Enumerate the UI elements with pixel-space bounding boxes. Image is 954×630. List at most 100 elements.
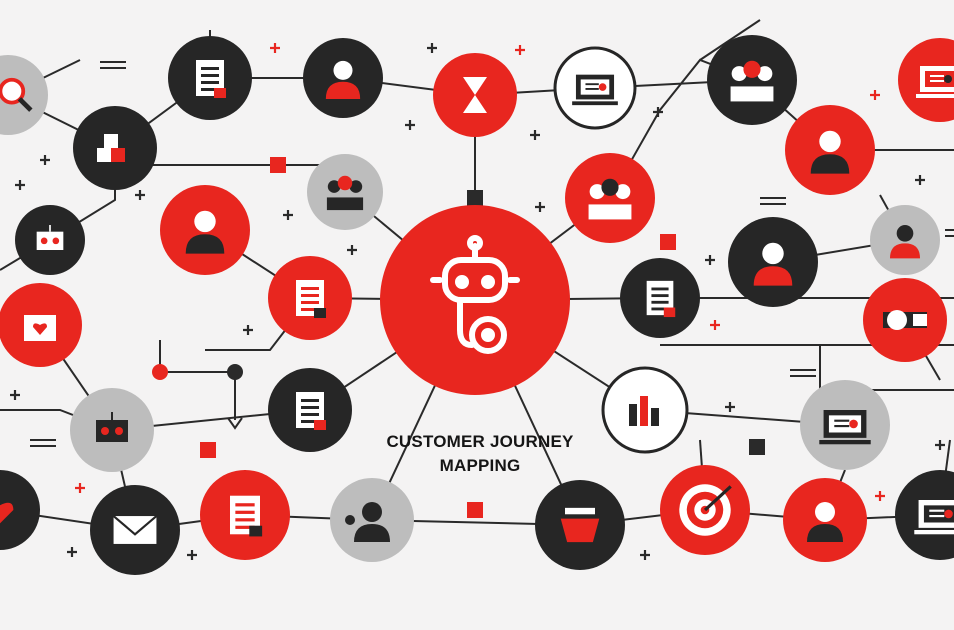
journey-node	[330, 478, 414, 562]
person-icon	[810, 130, 850, 174]
journey-node	[620, 258, 700, 338]
plus-icon	[710, 320, 720, 330]
journey-node	[90, 485, 180, 575]
connector-line	[0, 409, 311, 432]
journey-node	[728, 217, 818, 307]
journey-node	[268, 368, 352, 452]
person-key-icon	[345, 502, 390, 542]
plus-icon	[725, 402, 735, 412]
document-icon	[230, 495, 263, 537]
junction-dot	[227, 364, 243, 380]
screens-icon	[914, 500, 954, 535]
robot-icon	[36, 225, 64, 250]
plus-icon	[243, 325, 253, 335]
plus-icon	[283, 210, 293, 220]
journey-node	[433, 53, 517, 137]
dash-decoration	[760, 197, 786, 205]
square-marker	[749, 439, 765, 455]
plus-icon	[270, 43, 280, 53]
square-marker	[200, 442, 216, 458]
plus-icon	[875, 491, 885, 501]
node-circle	[565, 153, 655, 243]
journey-node	[783, 478, 867, 562]
journey-node	[200, 470, 290, 560]
plus-icon	[640, 550, 650, 560]
plus-icon	[405, 120, 415, 130]
plus-icon	[535, 202, 545, 212]
document-icon	[296, 392, 326, 430]
dash-decoration	[790, 369, 816, 377]
journey-node	[268, 256, 352, 340]
plus-icon	[40, 155, 50, 165]
person-icon	[753, 242, 793, 286]
plus-icon	[347, 245, 357, 255]
journey-node	[168, 36, 252, 120]
plus-icon	[75, 483, 85, 493]
central-node	[380, 205, 570, 395]
node-circle	[0, 470, 40, 550]
plus-icon	[653, 107, 663, 117]
journey-node	[898, 38, 954, 122]
person-icon	[807, 502, 843, 542]
journey-node	[895, 470, 954, 560]
journey-node	[601, 366, 689, 454]
journey-node	[307, 154, 383, 230]
title-line-2: MAPPING	[439, 456, 521, 475]
journey-node	[0, 470, 40, 550]
dash-decoration	[100, 61, 126, 69]
chat-people-icon	[730, 60, 774, 102]
checklist-icon	[296, 280, 326, 318]
plus-icon	[135, 190, 145, 200]
plus-icon	[870, 90, 880, 100]
square-marker	[467, 190, 483, 206]
plus-icon	[705, 255, 715, 265]
arrow-down-icon	[227, 417, 243, 430]
node-circle	[433, 53, 517, 137]
shopping-basket-icon	[560, 507, 600, 543]
robot-icon	[96, 412, 128, 442]
envelope-icon	[112, 515, 158, 544]
square-marker	[467, 502, 483, 518]
diagram-title: CUSTOMER JOURNEY MAPPING	[360, 430, 600, 478]
hourglass-icon	[463, 77, 487, 113]
journey-node	[303, 38, 383, 118]
document-icon	[646, 280, 676, 318]
journey-node	[870, 205, 940, 275]
journey-node	[565, 153, 655, 243]
square-marker	[660, 234, 676, 250]
team-podium-icon	[326, 175, 364, 211]
junction-dot	[152, 364, 168, 380]
laptop-icon	[819, 410, 871, 445]
journey-node	[0, 55, 48, 135]
screen-icon	[916, 66, 954, 98]
plus-decorations	[10, 43, 945, 560]
person-icon	[890, 225, 920, 259]
connector-line	[159, 340, 236, 420]
bar-chart-icon	[629, 396, 659, 426]
journey-node	[0, 283, 82, 367]
journey-node	[15, 205, 85, 275]
team-icon	[588, 178, 632, 220]
journey-node	[707, 35, 797, 125]
heart-icon	[0, 502, 14, 524]
journey-node	[863, 278, 947, 362]
journey-node	[660, 465, 750, 555]
robot-icon	[430, 235, 520, 354]
journey-node	[800, 380, 890, 470]
person-icon	[325, 60, 361, 99]
businessman-icon	[185, 210, 225, 254]
journey-node	[70, 388, 154, 472]
toggle-icon	[883, 310, 927, 330]
node-circle	[707, 35, 797, 125]
journey-node	[785, 105, 875, 195]
plus-icon	[935, 440, 945, 450]
plus-icon	[67, 547, 77, 557]
dash-decoration	[30, 439, 56, 447]
plus-icon	[530, 130, 540, 140]
journey-node	[553, 46, 637, 130]
plus-icon	[515, 45, 525, 55]
journey-node	[73, 106, 157, 190]
magnifier-icon	[0, 77, 33, 112]
